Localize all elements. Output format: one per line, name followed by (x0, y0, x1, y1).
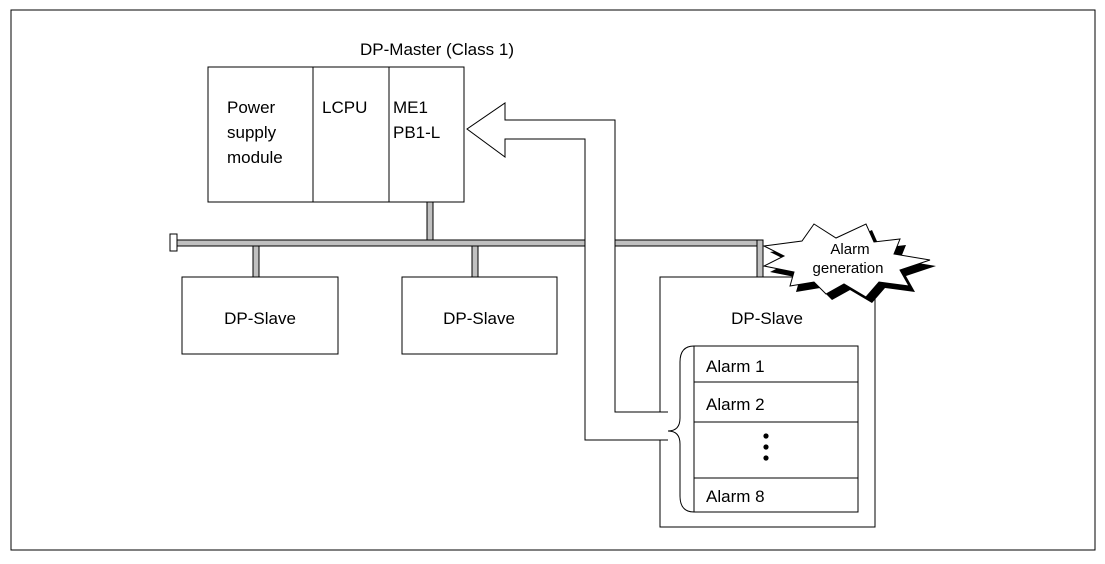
dp-slave-1 (181, 276, 339, 355)
alarm-8-label: Alarm 8 (706, 487, 765, 506)
burst-label-line-1: Alarm (830, 241, 869, 258)
module-label-line-2: PB1-L (393, 123, 440, 142)
master-title: DP-Master (Class 1) (360, 40, 514, 59)
psu-label-line-2: supply (227, 123, 277, 142)
outer-border (10, 9, 1096, 551)
psu-label-line-1: Power (227, 98, 276, 117)
profibus-line (169, 201, 764, 278)
bus-main (175, 239, 763, 247)
alarm-flow-arrow (466, 102, 668, 441)
cpu-label: LCPU (322, 98, 367, 117)
module-label-line-1: ME1 (393, 98, 428, 117)
ellipsis-dot-1 (763, 433, 769, 439)
slave3-drop (756, 239, 764, 278)
ellipsis-dot-2 (763, 444, 769, 450)
dp-slave-2 (401, 276, 558, 355)
burst-shape (762, 223, 931, 298)
master-rack-box (207, 66, 465, 203)
alarm-generation-burst: Alarm generation (762, 223, 936, 303)
slave2-drop (471, 245, 479, 278)
alarm-1-label: Alarm 1 (706, 357, 765, 376)
slave1-drop (252, 245, 260, 278)
master-rack: Power supply module LCPU ME1 PB1-L (207, 66, 465, 203)
ellipsis-dot-3 (763, 455, 769, 461)
dp-slave-2-label: DP-Slave (443, 309, 515, 328)
dp-slave-1-label: DP-Slave (224, 309, 296, 328)
psu-label-line-3: module (227, 148, 283, 167)
alarm-table: Alarm 1 Alarm 2 Alarm 8 (693, 345, 859, 513)
alarm-2-label: Alarm 2 (706, 395, 765, 414)
dp-slave-3-label: DP-Slave (731, 309, 803, 328)
burst-label-line-2: generation (813, 260, 884, 277)
master-drop (426, 201, 434, 241)
bus-terminator (169, 233, 178, 252)
alarm-table-box (693, 345, 859, 513)
